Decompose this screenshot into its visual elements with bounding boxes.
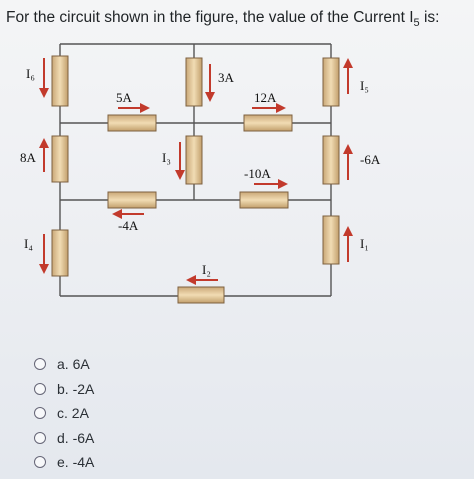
option-a-label: a. 6A (57, 356, 90, 372)
label-i1: I₁ (360, 236, 369, 251)
option-e-label: e. -4A (57, 454, 95, 470)
label-8a: 8A (20, 150, 37, 165)
label-3a: 3A (218, 70, 235, 85)
resistor-12a (243, 114, 293, 132)
question-text-end: is: (419, 9, 440, 26)
radio-d[interactable] (34, 431, 46, 444)
circuit-diagram: I₆ 8A I₄ 5A 3A 12A I₃ -10A I₅ -6A I₁ -4A… (20, 43, 381, 304)
option-d-label: d. -6A (57, 429, 95, 446)
label-i6: I₆ (26, 66, 35, 81)
resistor-i3 (185, 135, 203, 185)
resistor-neg10a (239, 191, 289, 209)
resistor-i4 (51, 229, 69, 277)
option-d[interactable]: d. -6A (34, 426, 94, 450)
option-b[interactable]: b. -2A (34, 377, 94, 401)
question-subscript: 5 (413, 17, 420, 30)
resistor-8a (51, 135, 69, 183)
label-i5: I₅ (360, 78, 369, 93)
resistor-neg6a (322, 135, 340, 185)
circuit-figure: I₆ 8A I₄ 5A 3A 12A I₃ -10A I₅ -6A I₁ -4A… (8, 34, 440, 346)
radio-c[interactable] (34, 407, 46, 419)
radio-a[interactable] (34, 358, 46, 370)
resistor-5a (107, 114, 157, 132)
question-text: For the circuit shown in the figure, the… (6, 9, 470, 29)
answer-options: a. 6A b. -2A c. 2A d. -6A e. -4A (34, 352, 94, 475)
label-i2: I₂ (202, 262, 211, 277)
label-neg4a: -4A (118, 218, 139, 233)
radio-b[interactable] (34, 382, 46, 395)
option-c-label: c. 2A (57, 405, 89, 421)
question-text-main: For the circuit shown in the figure, the… (6, 9, 414, 26)
label-12a: 12A (254, 90, 277, 105)
label-neg6a: -6A (360, 152, 381, 167)
label-5a: 5A (116, 90, 133, 105)
resistor-i2 (177, 286, 225, 304)
label-i3: I₃ (162, 150, 171, 165)
resistor-neg4a (107, 191, 157, 209)
label-neg10a: -10A (244, 166, 271, 181)
resistor-i5 (322, 57, 340, 107)
label-i4: I₄ (24, 236, 33, 251)
resistor-i6 (51, 55, 69, 107)
current-arrows (39, 58, 353, 285)
option-a[interactable]: a. 6A (34, 352, 94, 376)
resistor-3a (185, 57, 203, 107)
resistor-i1 (322, 215, 340, 265)
option-c[interactable]: c. 2A (34, 401, 94, 425)
radio-e[interactable] (34, 456, 46, 468)
option-b-label: b. -2A (57, 380, 95, 397)
option-e[interactable]: e. -4A (34, 450, 94, 474)
